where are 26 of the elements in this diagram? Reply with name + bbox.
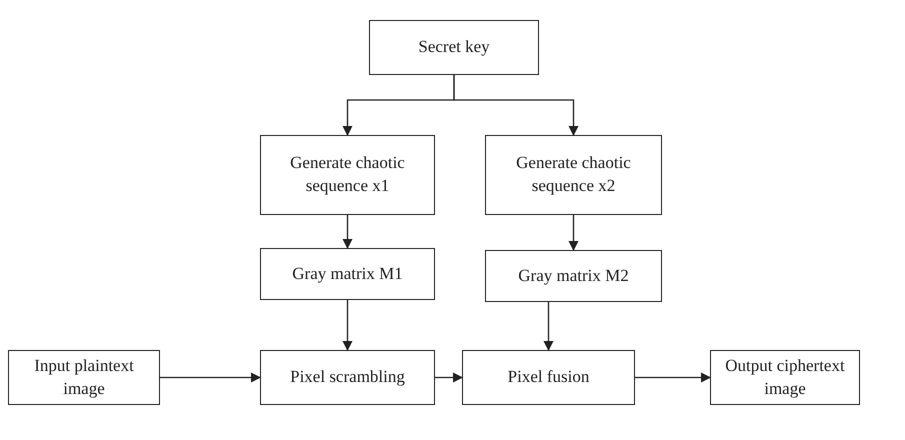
process-box bbox=[485, 250, 662, 302]
process-box bbox=[462, 350, 635, 405]
arrow bbox=[544, 302, 554, 351]
arrow bbox=[635, 372, 711, 382]
process-box bbox=[260, 135, 435, 215]
process-box bbox=[485, 135, 662, 215]
box-label: Pixel scrambling bbox=[289, 366, 406, 388]
box-label: Output ciphertext image bbox=[724, 354, 846, 400]
box-label: Pixel fusion bbox=[506, 366, 590, 388]
arrow bbox=[453, 75, 578, 136]
box-label: Gray matrix M2 bbox=[517, 264, 630, 287]
process-box bbox=[260, 248, 435, 300]
process-box bbox=[710, 350, 860, 405]
arrow bbox=[435, 372, 463, 382]
box-label: Gray matrix M1 bbox=[291, 262, 404, 285]
arrow bbox=[568, 215, 578, 251]
process-box bbox=[369, 20, 539, 75]
arrow bbox=[342, 300, 352, 351]
box-label: Generate chaotic sequence x1 bbox=[289, 152, 406, 197]
box-label: Input plaintext image bbox=[33, 354, 135, 400]
box-label: Generate chaotic sequence x2 bbox=[515, 152, 632, 197]
process-box bbox=[260, 350, 435, 405]
process-box bbox=[8, 350, 160, 405]
arrow bbox=[160, 372, 261, 382]
box-label: Secret key bbox=[417, 36, 491, 58]
arrow bbox=[342, 215, 352, 249]
